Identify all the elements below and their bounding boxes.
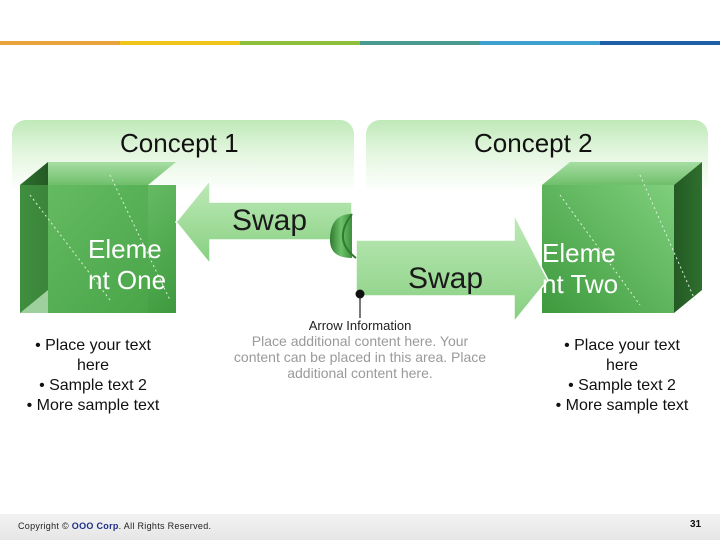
swap-label-bottom: Swap	[408, 262, 484, 295]
list-item: • More sample text	[555, 397, 689, 414]
element-one-label-line1: Eleme	[88, 234, 162, 264]
info-pointer-dot	[355, 289, 365, 299]
swap-label-top: Swap	[232, 204, 308, 237]
element-one-cube	[20, 162, 176, 313]
top-bar-segment	[480, 41, 600, 45]
element-two-label-line1: Eleme	[542, 238, 616, 268]
list-item: • More sample text	[26, 397, 160, 414]
element-two-cube	[542, 162, 702, 313]
arrow-information: Arrow Information Place additional conte…	[228, 318, 492, 381]
swap-arrow-right	[355, 213, 549, 325]
list-item: • Sample text 2	[39, 377, 147, 394]
list-item: • Place your text here	[564, 337, 680, 374]
concept-2-title: Concept 2	[474, 128, 593, 158]
concept-1-title: Concept 1	[120, 128, 239, 158]
element-one-label-line2: nt One	[88, 265, 167, 295]
bullets-left: • Place your text here • Sample text 2 •…	[8, 336, 178, 416]
footer-bar	[0, 514, 720, 540]
swap-curl-edge	[342, 213, 357, 259]
list-item: • Sample text 2	[568, 377, 676, 394]
arrow-information-body: Place additional content here. Your cont…	[233, 333, 487, 381]
top-bar-segment	[0, 41, 120, 45]
copyright-prefix: Copyright ©	[18, 521, 69, 531]
cube-side-face	[674, 162, 702, 313]
top-bar-segment	[120, 41, 240, 45]
top-color-bar	[0, 41, 720, 45]
copyright-suffix: . All Rights Reserved.	[118, 521, 212, 531]
copyright-text: Copyright © OOO Corp. All Rights Reserve…	[18, 521, 211, 531]
cube-edge-line	[109, 174, 171, 301]
cube-top-face	[20, 162, 176, 185]
element-two-label-line2: nt Two	[542, 269, 619, 299]
brand-name: OOO Corp	[71, 521, 119, 531]
cube-front-overlay	[20, 185, 148, 313]
cube-top-face	[542, 162, 702, 185]
top-bar-segment	[240, 41, 360, 45]
list-item: • Place your text here	[35, 337, 151, 374]
element-one-label: Eleme nt One	[88, 234, 184, 296]
cube-edge-line	[29, 194, 111, 301]
bullets-right: • Place your text here • Sample text 2 •…	[537, 336, 707, 416]
top-bar-segment	[600, 41, 720, 45]
cube-front-face	[542, 185, 674, 313]
element-two-label: Eleme nt Two	[542, 238, 642, 300]
arrow-information-title: Arrow Information	[308, 318, 412, 333]
page-number: 31	[690, 519, 702, 530]
top-bar-segment	[360, 41, 480, 45]
